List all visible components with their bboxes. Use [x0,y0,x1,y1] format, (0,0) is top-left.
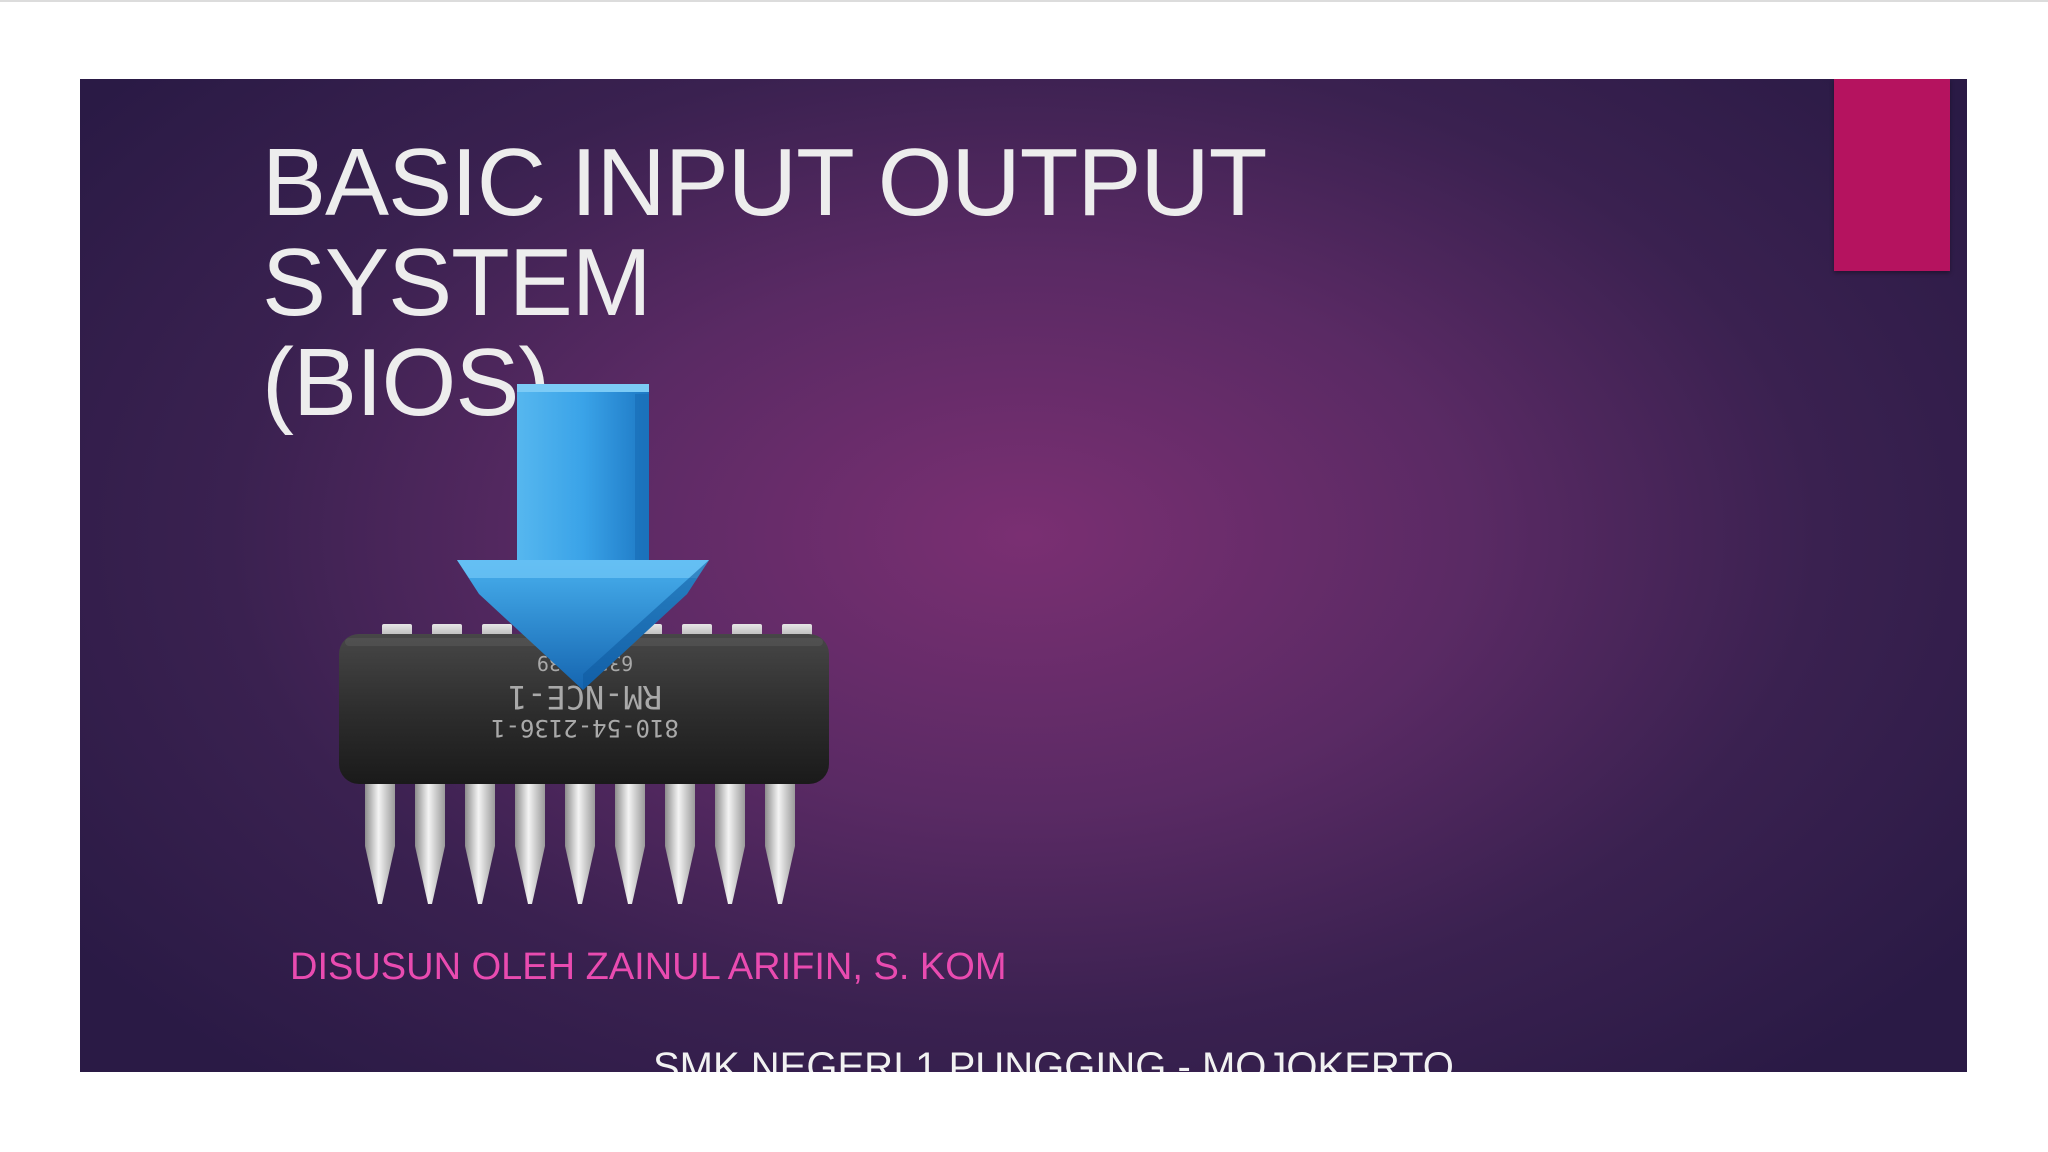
school-name: SMK NEGERI 1 PUNGGING - MOJOKERTO [653,1045,1454,1072]
top-border [0,0,2048,2]
title-slide: BASIC INPUT OUTPUT SYSTEM (BIOS) [80,79,1967,1072]
download-arrow [457,384,709,690]
chip-body [339,634,829,784]
author-credit: DISUSUN OLEH ZAINUL ARIFIN, S. KOM [290,946,1007,988]
chip-text-line3: 810-54-2136-1 [491,714,679,742]
accent-tab [1834,79,1950,271]
chip-bottom-pins [365,774,795,904]
slide-title: BASIC INPUT OUTPUT SYSTEM (BIOS) [262,129,1266,436]
chip-download-icon: 631 1239 RM-NCE-1 810-54-2136-1 [339,384,829,904]
